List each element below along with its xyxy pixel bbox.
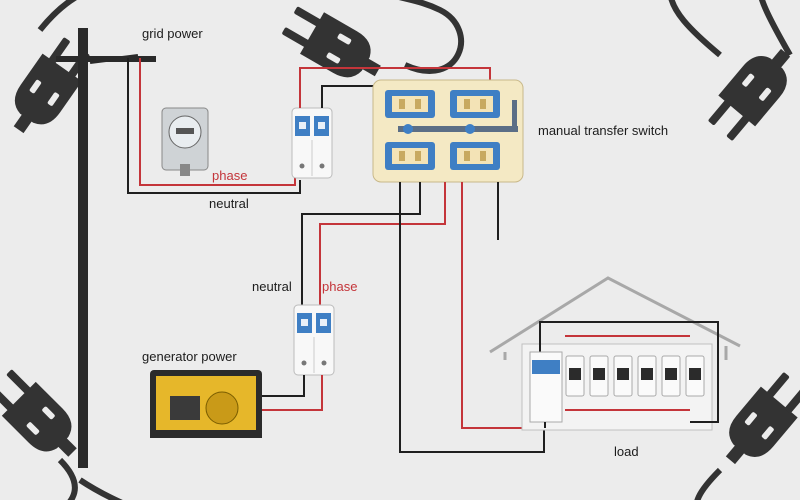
house-icon [489,276,741,431]
electric-meter-icon [161,107,209,176]
breaker-panel-icon [529,321,719,428]
generator-icon [150,370,262,438]
phase-label-top: phase [212,168,248,183]
breaker-icon [291,107,333,179]
neutral-label-top: neutral [209,196,249,211]
plug-icon [277,0,464,92]
neutral-label-mid: neutral [252,279,292,294]
phase-label-mid: phase [322,279,358,294]
plug-icon [0,363,123,500]
generator-power-label: generator power [142,349,237,364]
breaker-icon [293,304,335,376]
plug-icon [694,366,800,500]
manual-transfer-switch-label: manual transfer switch [538,123,669,138]
plug-icon [668,0,800,147]
transfer-switch-icon [372,79,524,183]
utility-pole-icon [56,28,156,468]
plug-icon [0,0,97,144]
grid-power-label: grid power [142,26,203,41]
load-label: load [614,444,639,459]
